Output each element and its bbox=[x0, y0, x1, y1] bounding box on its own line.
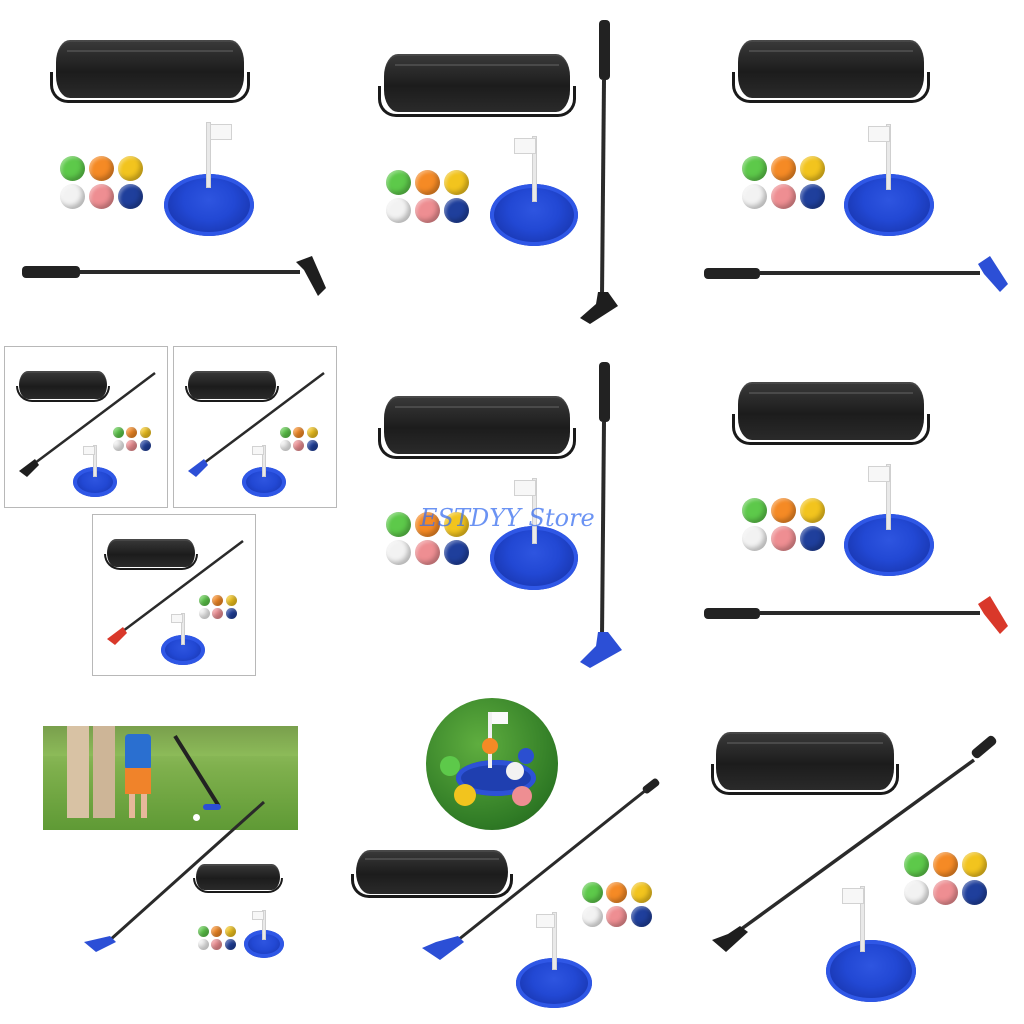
golf-balls-set bbox=[199, 595, 237, 619]
flag-cup-icon bbox=[844, 124, 934, 236]
putter-blue-icon bbox=[704, 256, 1008, 292]
golf-balls-set bbox=[280, 427, 318, 451]
carry-bag-icon bbox=[378, 54, 576, 117]
carry-bag-icon bbox=[351, 850, 513, 899]
putter-red-icon bbox=[704, 596, 1008, 634]
flag-cup-icon bbox=[164, 122, 254, 236]
golf-balls-set bbox=[198, 926, 236, 950]
carry-bag-icon bbox=[185, 371, 279, 402]
thumbnail-black[interactable] bbox=[4, 346, 168, 508]
carry-bag-icon bbox=[16, 371, 110, 402]
flag-cup-icon bbox=[844, 464, 934, 576]
lifestyle-photo bbox=[43, 726, 298, 830]
golf-balls-set bbox=[742, 156, 826, 209]
putter-blue-icon bbox=[84, 800, 266, 952]
golf-balls-set bbox=[386, 170, 470, 223]
product-panel-blue-vertical bbox=[340, 350, 680, 680]
flag-cup-icon bbox=[244, 910, 284, 958]
flag-cup-icon bbox=[490, 478, 578, 590]
carry-bag-icon bbox=[732, 40, 930, 103]
flag-cup-icon bbox=[490, 136, 578, 246]
golf-balls-set bbox=[904, 852, 988, 905]
golf-balls-set bbox=[742, 498, 826, 551]
carry-bag-icon bbox=[732, 382, 930, 445]
product-panel-black-diagonal bbox=[684, 690, 1024, 1024]
lifestyle-panel bbox=[0, 690, 340, 1024]
product-panel-red-horizontal bbox=[684, 350, 1024, 680]
closeup-photo bbox=[426, 698, 558, 830]
putter-black-icon bbox=[580, 20, 618, 324]
putter-blue-icon bbox=[422, 778, 660, 960]
golf-balls-set bbox=[113, 427, 151, 451]
closeup-panel bbox=[340, 690, 680, 1024]
putter-black-icon bbox=[712, 735, 997, 952]
putter-black-icon bbox=[19, 372, 156, 477]
product-panel-blue-horizontal bbox=[684, 0, 1024, 340]
putter-black-icon bbox=[22, 256, 326, 296]
thumbnail-blue[interactable] bbox=[173, 346, 337, 508]
flag-cup-icon bbox=[826, 886, 916, 1002]
carry-bag-icon bbox=[710, 732, 900, 795]
carry-bag-icon bbox=[378, 396, 576, 459]
golf-balls-set bbox=[386, 512, 470, 565]
putter-red-icon bbox=[107, 540, 244, 645]
putter-blue-icon bbox=[580, 362, 622, 668]
golf-balls-set bbox=[582, 882, 652, 927]
carry-bag-icon bbox=[104, 539, 198, 570]
store-watermark: ESTDYY Store bbox=[420, 504, 595, 532]
product-panel-black-horizontal bbox=[0, 0, 340, 340]
flag-cup-icon bbox=[242, 445, 286, 497]
carry-bag-icon bbox=[50, 40, 250, 103]
thumbnail-red[interactable] bbox=[92, 514, 256, 676]
product-panel-black-vertical bbox=[340, 0, 680, 340]
flag-cup-icon bbox=[161, 613, 205, 665]
golf-balls-set bbox=[60, 156, 144, 209]
flag-cup-icon bbox=[73, 445, 117, 497]
putter-blue-icon bbox=[188, 372, 325, 477]
flag-cup-icon bbox=[516, 912, 592, 1008]
